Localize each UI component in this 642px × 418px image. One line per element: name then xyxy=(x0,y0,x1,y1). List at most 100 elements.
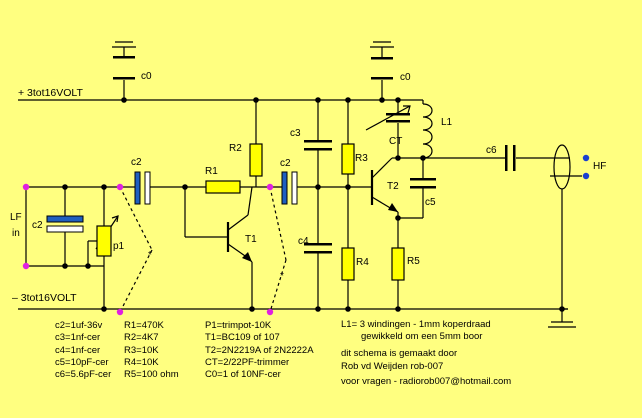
c2-mid-label: c2 xyxy=(280,158,291,169)
c2-input-label: c2 xyxy=(131,157,142,168)
junction-dot xyxy=(249,306,255,312)
parts-list-item: P1=trimpot-10K xyxy=(205,320,272,331)
c2-lf-capacitor xyxy=(46,215,84,223)
l1-label: L1 xyxy=(441,117,453,128)
c2-input-capacitor-plate2 xyxy=(144,171,151,205)
junction-dot xyxy=(253,97,259,103)
lf-label: LF xyxy=(10,212,22,223)
junction-dot xyxy=(62,263,68,269)
star-right-label: * xyxy=(280,271,284,282)
parts-list-item: R3=10K xyxy=(124,344,159,356)
p1-potentiometer xyxy=(96,225,112,257)
c0-right-label: c0 xyxy=(400,72,411,83)
t1-emitter-arrow xyxy=(242,252,252,262)
c6-label: c6 xyxy=(486,145,497,156)
c5-label: c5 xyxy=(425,197,436,208)
junction-dot xyxy=(101,306,107,312)
r2-label: R2 xyxy=(229,143,242,154)
c2-mid-capacitor-plate2 xyxy=(291,171,298,205)
junction-dot xyxy=(345,97,351,103)
parts-list-item: T2=2N2219A of 2N2222A xyxy=(205,344,314,356)
parts-list-item: T1=BC109 of 107 xyxy=(205,332,280,344)
ct-label: CT xyxy=(389,136,403,147)
hf-terminal-top xyxy=(582,154,590,162)
junction-dot xyxy=(315,97,321,103)
junction-dot xyxy=(395,215,401,221)
t2-emitter-arrow xyxy=(388,203,398,212)
wires xyxy=(18,41,582,328)
parts-list-col1: c2=1uf-36v c3=1nf-cer c4=1nf-cer c5=10pF… xyxy=(55,320,111,381)
c6-capacitor xyxy=(505,145,508,171)
junction-dot xyxy=(559,306,565,312)
parts-list-col2: R1=470K R2=4K7 R3=10K R4=10K R5=100 ohm xyxy=(124,320,179,381)
terminals xyxy=(22,154,590,316)
r2-resistor xyxy=(249,143,263,177)
junction-dot xyxy=(345,306,351,312)
plus-rail-label: + 3tot16VOLT xyxy=(18,87,83,99)
parts-list-item: CT=2/22PF-trimmer xyxy=(205,356,290,368)
parts-list-item: C0=1 of 10NF-cer xyxy=(205,369,281,381)
ct-capacitor-plate2 xyxy=(386,120,410,123)
junction-dot xyxy=(420,155,426,161)
junction-dot xyxy=(395,97,401,103)
p1-label: p1 xyxy=(113,241,125,252)
transistor-arrows xyxy=(242,203,398,262)
c0-right-capacitor-plate2 xyxy=(371,77,393,80)
junction-dot xyxy=(121,97,127,103)
c0-right-capacitor xyxy=(371,57,393,60)
c2-mid-capacitor xyxy=(281,171,288,205)
parts-list-col3: P1=trimpot-10K T1=BC109 of 107 T2=2N2219… xyxy=(205,320,314,381)
c3-label: c3 xyxy=(290,128,301,139)
c2-lf-capacitor-plate2 xyxy=(46,225,84,233)
c5-capacitor xyxy=(410,178,436,181)
r5-resistor xyxy=(391,247,405,281)
c4-capacitor-plate2 xyxy=(304,251,332,254)
lf-terminal-bottom xyxy=(22,262,30,270)
junction-dot xyxy=(101,184,107,190)
ct-capacitor xyxy=(386,113,410,116)
c3-capacitor xyxy=(304,140,332,143)
star-terminal xyxy=(116,183,124,191)
parts-list-item: R1=470K xyxy=(124,320,164,331)
coil-note-line2: gewikkeld om een 5mm boor xyxy=(361,331,483,342)
c5-capacitor-plate2 xyxy=(410,186,436,189)
c3-capacitor-plate2 xyxy=(304,148,332,151)
parts-list-item: c3=1nf-cer xyxy=(55,332,101,344)
hf-terminal-bottom xyxy=(582,172,590,180)
c4-label: c4 xyxy=(298,236,309,247)
lf-terminal-top xyxy=(22,183,30,191)
c4-capacitor xyxy=(304,243,332,246)
minus-rail-label: – 3tot16VOLT xyxy=(12,292,77,304)
c2-lf-label: c2 xyxy=(32,220,43,231)
parts-list-item: R5=100 ohm xyxy=(124,369,179,381)
junction-dot xyxy=(85,263,91,269)
hf-label: HF xyxy=(593,161,607,172)
credit-line3: voor vragen - radiorob007@hotmail.com xyxy=(341,376,512,387)
junction-dot xyxy=(395,155,401,161)
c0-left-label: c0 xyxy=(141,71,152,82)
r3-resistor xyxy=(341,143,355,175)
parts-list-item: c2=1uf-36v xyxy=(55,320,103,331)
credit-line2: Rob vd Weijden rob-007 xyxy=(341,361,444,372)
coil-note-line1: L1= 3 windingen - 1mm koperdraad xyxy=(341,319,491,330)
c0-left-capacitor xyxy=(113,56,135,59)
parts-list-item: c4=1nf-cer xyxy=(55,344,101,356)
r1-label: R1 xyxy=(205,166,218,177)
r3-label: R3 xyxy=(355,153,368,164)
r5-label: R5 xyxy=(407,256,420,267)
resistors xyxy=(96,143,405,281)
star-terminal xyxy=(266,308,274,316)
star-left-label: * xyxy=(148,250,152,261)
t1-label: T1 xyxy=(245,234,257,245)
junction-dot xyxy=(315,306,321,312)
parts-list-item: c6=5.6pF-cer xyxy=(55,369,112,381)
parts-list-item: R2=4K7 xyxy=(124,332,159,344)
credit-line1: dit schema is gemaakt door xyxy=(341,348,458,359)
r4-resistor xyxy=(341,247,355,281)
c2-input-capacitor xyxy=(134,171,141,205)
junction-dot xyxy=(395,306,401,312)
junction-dot xyxy=(315,184,321,190)
junction-dot xyxy=(62,184,68,190)
r1-resistor xyxy=(205,180,241,194)
